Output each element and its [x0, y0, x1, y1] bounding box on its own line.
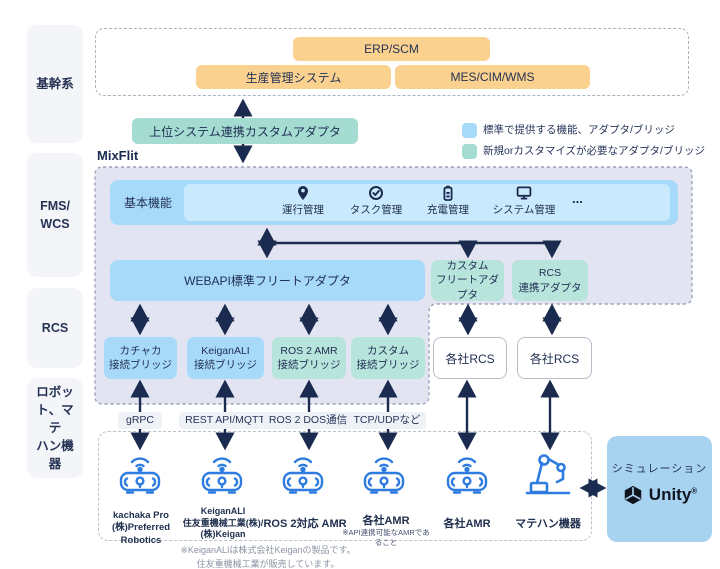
feature-system-management: システム管理: [486, 185, 562, 217]
box-label: KeiganALI 接続ブリッジ: [194, 344, 257, 371]
box-vendor-rcs-2: 各社RCS: [517, 337, 592, 379]
battery-icon: [443, 185, 453, 201]
box-label: 各社RCS: [445, 351, 495, 366]
unity-logo-icon: [624, 485, 642, 505]
legend-swatch-standard: [462, 123, 477, 138]
feature-label: 運行管理: [282, 204, 324, 216]
box-label: ROS 2 AMR 接続ブリッジ: [277, 344, 341, 371]
basic-functions-label: 基本機能: [110, 180, 186, 225]
legend-text-standard: 標準で提供する機能、アダプタ/ブリッジ: [483, 124, 675, 136]
box-bridge-kachaka: カチャカ 接続ブリッジ: [104, 337, 177, 379]
unity-wordmark: Unity®: [649, 485, 697, 505]
box-label: カスタム 接続ブリッジ: [356, 344, 420, 371]
box-webapi-fleet-adapter: WEBAPI標準フリートアダプタ: [110, 260, 425, 301]
device-name: 各社AMR: [362, 515, 410, 527]
footnote: ※KeiganALIは株式会社Keiganの製品です。 住友重機械工業が販売して…: [180, 545, 356, 569]
check-circle-icon: [369, 186, 383, 200]
box-vendor-rcs-1: 各社RCS: [433, 337, 507, 379]
box-label: カチャカ 接続ブリッジ: [109, 344, 172, 371]
amr-robot-icon: [201, 457, 243, 494]
amr-robot-icon: [282, 457, 324, 494]
box-erp-scm: ERP/SCM: [293, 37, 490, 61]
box-production-system: 生産管理システム: [196, 65, 391, 89]
legend-swatch-custom: [462, 144, 477, 159]
device-label-amr-4: 各社AMR ※API連携可能なAMRであること: [340, 514, 432, 548]
basic-functions-panel: [184, 184, 670, 221]
rail-label-robots: ロボッ ト、マテ ハン機器: [27, 378, 83, 478]
box-label: 基本機能: [123, 196, 172, 210]
protocol-grpc: gRPC: [118, 412, 162, 429]
rail-label-fms-wcs: FMS/ WCS: [27, 153, 83, 277]
protocol-ros2-dos: ROS 2 DOS通信: [263, 412, 353, 429]
box-rcs-link-adapter: RCS 連携アダプタ: [512, 260, 588, 301]
box-label: 生産管理システム: [245, 70, 342, 85]
box-label: ERP/SCM: [364, 42, 419, 56]
rail-text: 基幹系: [36, 76, 74, 91]
box-label: 上位システム連携カスタムアダプタ: [149, 124, 341, 139]
rail-label-core-systems: 基幹系: [27, 25, 83, 143]
rail-text: FMS/ WCS: [40, 198, 70, 231]
box-bridge-custom: カスタム 接続ブリッジ: [351, 337, 425, 379]
box-mes-cim-wms: MES/CIM/WMS: [395, 65, 590, 89]
feature-label: タスク管理: [349, 204, 403, 216]
legend-text-custom: 新規orカスタマイズが必要なアダプタ/ブリッジ: [483, 145, 705, 157]
location-pin-icon: [298, 186, 308, 200]
device-label-material-handling: マテハン機器: [515, 518, 581, 530]
feature-label: 充電管理: [427, 204, 469, 216]
rail-text: ロボッ ト、マテ ハン機器: [36, 384, 74, 472]
features-more-ellipsis: ...: [572, 191, 583, 206]
box-custom-fleet-adapter: カスタム フリートアダプタ: [431, 260, 504, 301]
host-systems-frame: [95, 28, 689, 96]
box-upper-system-custom-adapter: 上位システム連携カスタムアダプタ: [132, 118, 358, 144]
protocol-restapi-mqtt: REST API/MQTT: [179, 412, 271, 429]
box-label: 各社RCS: [529, 351, 580, 366]
monitor-icon: [516, 186, 532, 200]
device-note: ※API連携可能なAMRであること: [342, 528, 430, 548]
box-label: WEBAPI標準フリートアダプタ: [184, 274, 351, 288]
feature-operation-management: 運行管理: [265, 185, 341, 217]
robot-arm-icon: [525, 454, 571, 495]
devices-frame: [98, 431, 592, 541]
box-label: RCS 連携アダプタ: [518, 267, 582, 294]
feature-task-management: タスク管理: [338, 185, 414, 217]
amr-robot-icon: [119, 457, 161, 494]
device-label-keiganali: KeiganALI 住友重機械工業(株)/ (株)Keigan: [182, 506, 264, 540]
device-label-ros2-amr: ROS 2対応 AMR: [263, 518, 347, 530]
feature-charge-management: 充電管理: [410, 185, 486, 217]
registered-mark: ®: [691, 486, 698, 496]
device-label-amr-5: 各社AMR: [443, 518, 491, 530]
box-bridge-ros2amr: ROS 2 AMR 接続ブリッジ: [272, 337, 346, 379]
amr-robot-icon: [446, 457, 488, 494]
box-bridge-keiganali: KeiganALI 接続ブリッジ: [187, 337, 264, 379]
protocol-tcp-udp: TCP/UDPなど: [348, 412, 426, 429]
unity-text: Unity: [648, 485, 692, 504]
feature-label: システム管理: [492, 204, 556, 216]
rail-label-rcs: RCS: [27, 288, 83, 368]
mixflit-title: MixFlit: [97, 148, 139, 163]
simulation-unity-box: シミュレーション Unity®: [607, 436, 712, 542]
box-label: MES/CIM/WMS: [450, 70, 535, 84]
unity-logo-row: Unity®: [607, 484, 712, 506]
box-label: カスタム フリートアダプタ: [436, 260, 499, 301]
amr-robot-icon: [363, 457, 405, 494]
simulation-label: シミュレーション: [611, 463, 708, 475]
device-label-kachaka: kachaka Pro (株)Preferred Robotics: [111, 510, 171, 546]
rail-text: RCS: [41, 320, 69, 335]
